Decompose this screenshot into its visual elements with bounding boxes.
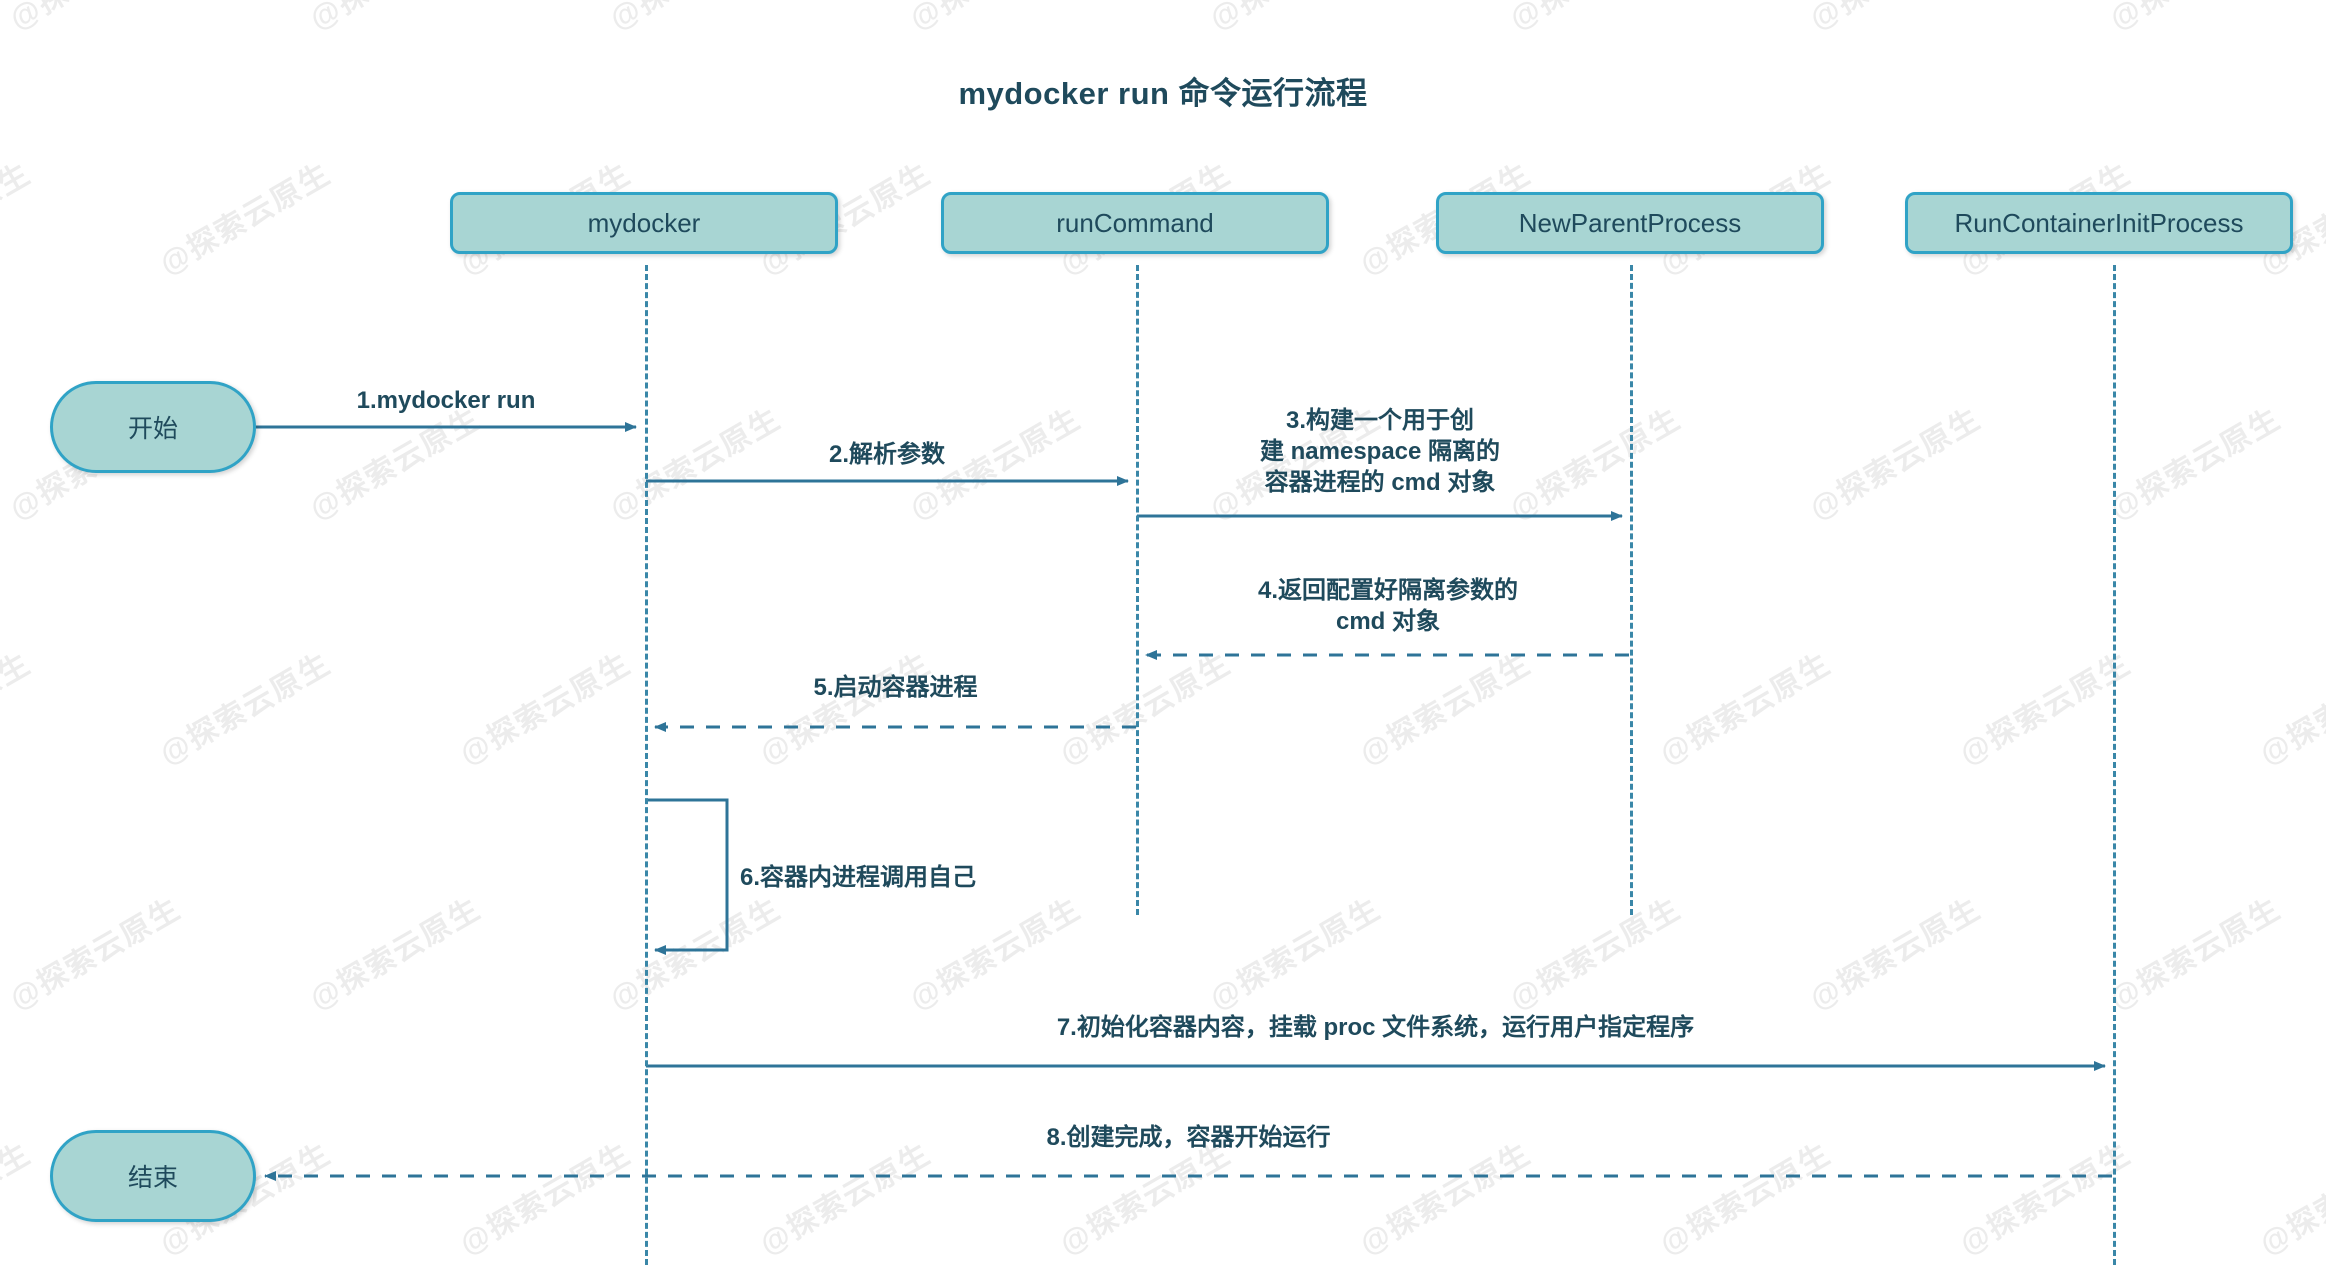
message-label-7: 7.初始化容器内容，挂载 proc 文件系统，运行用户指定程序 [1056, 1014, 1695, 1041]
message-label-3: 3.构建一个用于创 建 namespace 隔离的 容器进程的 cmd 对象 [1259, 407, 1501, 497]
message-label-8: 8.创建完成，容器开始运行 [1046, 1124, 1331, 1151]
lifeline-newParentProcess [1630, 265, 1633, 915]
message-label-6: 6.容器内进程调用自己 [740, 864, 977, 891]
message-label-1: 1.mydocker run [356, 387, 536, 414]
participant-label-mydocker: mydocker [587, 207, 701, 238]
message-label-2: 2.解析参数 [828, 441, 945, 468]
terminal-label-end: 结束 [127, 1164, 178, 1192]
participant-label-newParentProcess: NewParentProcess [1518, 207, 1742, 238]
terminal-node-start[interactable]: 开始 [50, 381, 256, 473]
message-label-4: 4.返回配置好隔离参数的 cmd 对象 [1257, 577, 1518, 636]
participant-label-runCommand: runCommand [1056, 207, 1214, 238]
participant-runContainerInitProcess[interactable]: RunContainerInitProcess [1905, 192, 2293, 254]
terminal-node-end[interactable]: 结束 [50, 1130, 256, 1222]
message-arrow-6-self-loop [646, 798, 729, 955]
participant-runCommand[interactable]: runCommand [941, 192, 1329, 254]
lifeline-runCommand [1136, 265, 1139, 915]
terminal-label-start: 开始 [127, 415, 178, 443]
lifeline-runContainerInitProcess [2113, 265, 2116, 1265]
participant-newParentProcess[interactable]: NewParentProcess [1436, 192, 1824, 254]
page-title: mydocker run 命令运行流程 [958, 76, 1368, 111]
participant-label-runContainerInitProcess: RunContainerInitProcess [1954, 207, 2244, 238]
message-label-5: 5.启动容器进程 [813, 674, 978, 701]
lifeline-mydocker [645, 265, 648, 1265]
participant-mydocker[interactable]: mydocker [450, 192, 838, 254]
